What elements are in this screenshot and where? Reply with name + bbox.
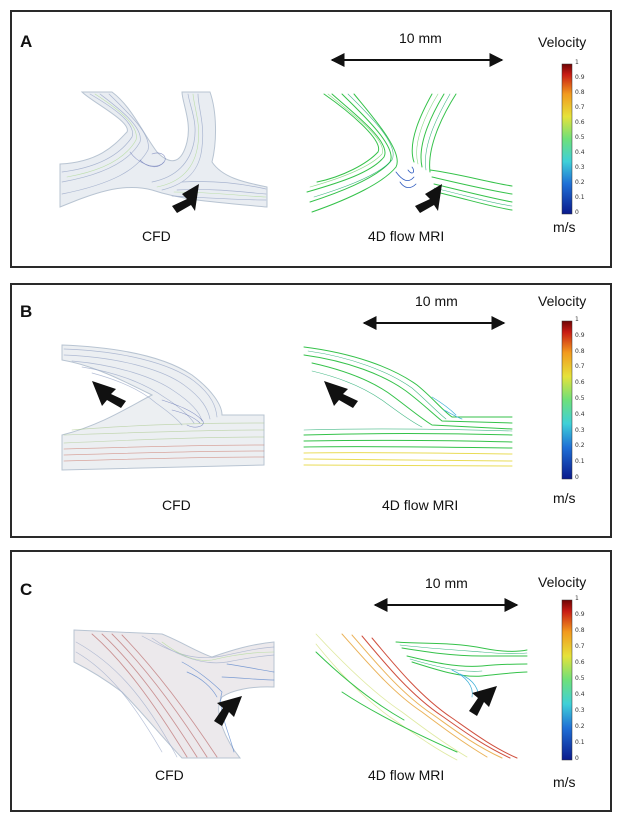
colorbar-tick-label: 1: [575, 595, 579, 602]
colorbar: [561, 599, 573, 761]
flow-arrow: [172, 184, 199, 213]
mri-streamlines: [306, 93, 513, 213]
colorbar-title: Velocity: [538, 293, 587, 309]
colorbar-tick-label: 0.8: [575, 347, 585, 355]
colorbar-tick-label: 0.6: [575, 379, 585, 387]
colorbar-tick-label: 0.3: [575, 164, 585, 171]
panel-letter: B: [20, 302, 33, 321]
panel-c: C: [10, 550, 612, 812]
cfd-label: CFD: [162, 497, 191, 513]
scale-label: 10 mm: [415, 293, 458, 309]
colorbar-tick-label: 0.7: [575, 363, 585, 371]
mri-label: 4D flow MRI: [368, 767, 445, 783]
colorbar-tick-label: 0.4: [575, 149, 585, 156]
colorbar-tick-label: 0.9: [575, 611, 585, 618]
colorbar-tick-label: 0.3: [575, 707, 585, 714]
colorbar-tick-label: 0: [575, 474, 579, 481]
colorbar-tick-label: 1: [575, 316, 579, 323]
colorbar-tick-label: 0.1: [575, 458, 585, 466]
colorbar: [561, 63, 573, 215]
flow-arrow: [415, 184, 442, 213]
panel-a-figure: [59, 53, 573, 215]
colorbar-tick-label: 0.6: [575, 119, 585, 126]
cfd-streamlines: [73, 629, 275, 759]
colorbar-tick-label: 0.8: [575, 89, 585, 96]
colorbar-tick-label: 0.9: [575, 74, 585, 81]
colorbar-unit: m/s: [553, 774, 576, 790]
panel-c-figure: [73, 598, 573, 761]
colorbar-tick-label: 0.9: [575, 331, 585, 339]
flow-arrow: [324, 381, 358, 408]
colorbar-tick-label: 0.4: [575, 691, 585, 698]
panel-letter: A: [20, 32, 33, 51]
panel-letter: C: [20, 580, 33, 599]
colorbar-unit: m/s: [553, 490, 576, 506]
mri-streamlines: [303, 346, 513, 467]
cfd-streamlines: [61, 344, 265, 471]
flow-arrow: [469, 686, 497, 716]
mri-streamlines: [315, 633, 528, 761]
colorbar-title: Velocity: [538, 34, 587, 50]
panel-b: B: [10, 283, 612, 538]
scale-label: 10 mm: [425, 575, 468, 591]
cfd-streamlines: [59, 91, 268, 208]
flow-arrow: [92, 381, 126, 408]
colorbar-tick-label: 0.6: [575, 659, 585, 666]
colorbar-tick-label: 0.2: [575, 723, 585, 730]
colorbar-tick-label: 0.5: [575, 395, 585, 402]
flow-arrow: [214, 696, 242, 726]
panel-a: A: [10, 10, 612, 268]
cfd-label: CFD: [155, 767, 184, 783]
colorbar-tick-label: 0.4: [575, 410, 585, 418]
mri-label: 4D flow MRI: [368, 228, 445, 244]
panel-b-figure: [61, 316, 573, 480]
colorbar-tick-label: 0.2: [575, 179, 585, 186]
colorbar-tick-label: 0.7: [575, 643, 585, 650]
scale-label: 10 mm: [399, 30, 442, 46]
colorbar-tick-label: 0.2: [575, 442, 585, 450]
colorbar-title: Velocity: [538, 574, 587, 590]
colorbar-tick-label: 0.7: [575, 104, 585, 111]
colorbar-tick-label: 0.5: [575, 134, 585, 141]
colorbar-tick-label: 0: [575, 755, 579, 762]
colorbar-tick-label: 0: [575, 209, 579, 216]
colorbar-tick-label: 0.8: [575, 627, 585, 634]
colorbar-tick-label: 1: [575, 59, 579, 66]
colorbar-tick-label: 0.3: [575, 426, 585, 434]
mri-label: 4D flow MRI: [382, 497, 459, 513]
cfd-label: CFD: [142, 228, 171, 244]
colorbar-tick-label: 0.1: [575, 194, 585, 201]
colorbar: [561, 320, 573, 480]
colorbar-unit: m/s: [553, 219, 576, 235]
colorbar-tick-label: 0.5: [575, 675, 585, 682]
colorbar-tick-label: 0.1: [575, 739, 585, 746]
